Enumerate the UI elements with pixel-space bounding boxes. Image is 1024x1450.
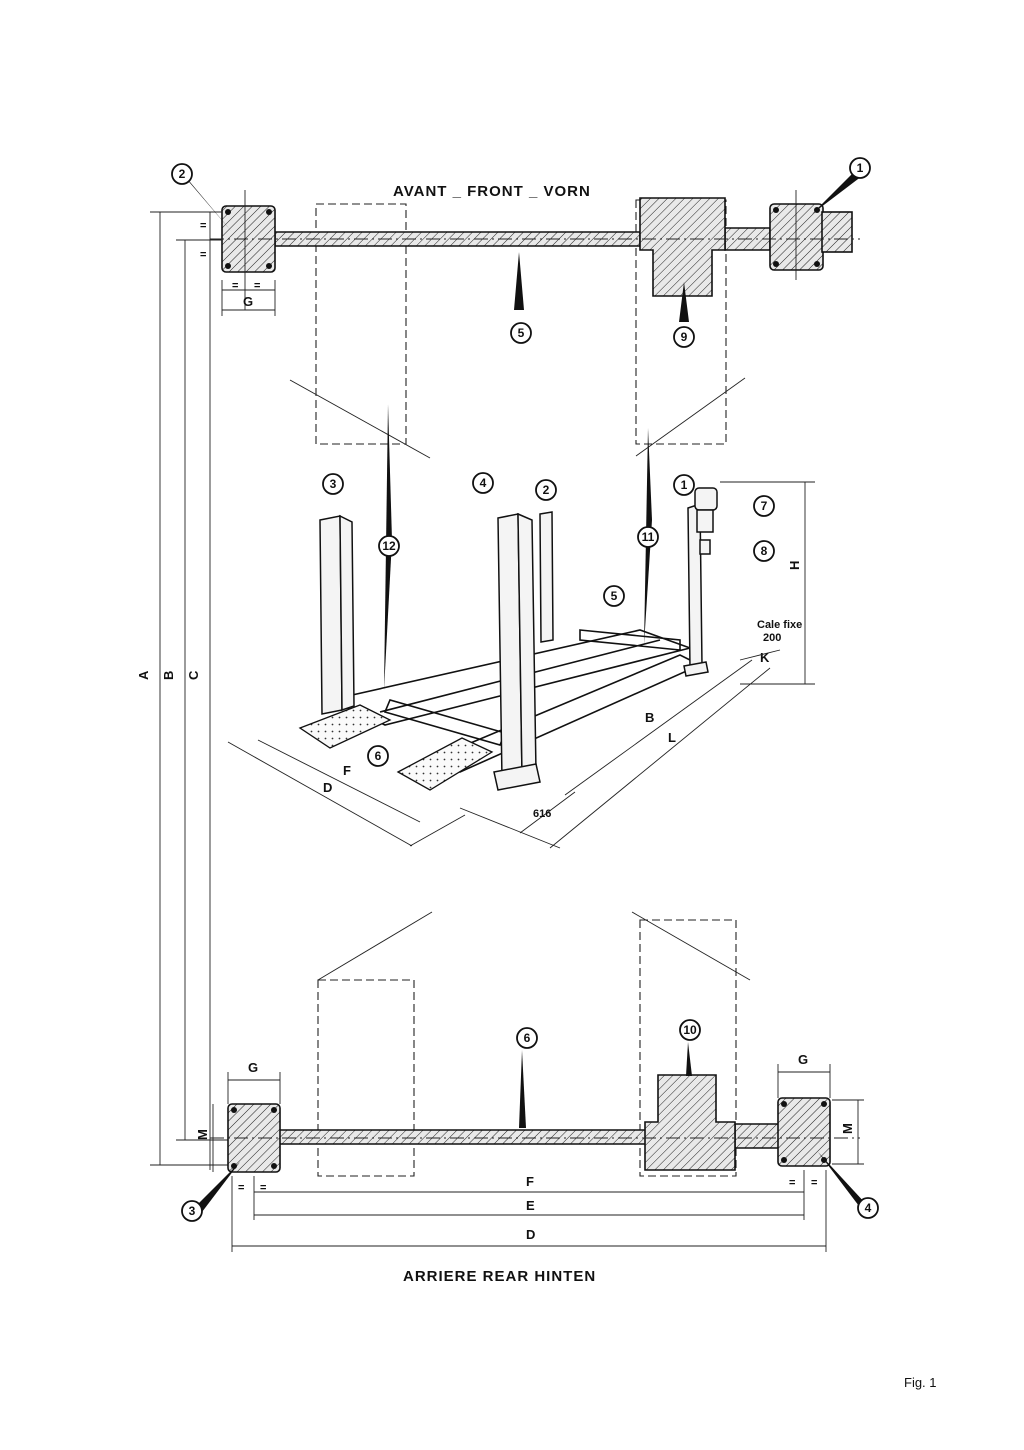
front-left-clearance [315, 203, 407, 445]
svg-text:10: 10 [683, 1023, 697, 1037]
callout-5-top: 5 [510, 322, 532, 344]
svg-text:6: 6 [524, 1031, 531, 1045]
callout-2-persp: 2 [535, 479, 557, 501]
svg-text:1: 1 [681, 478, 688, 492]
callout-4-persp: 4 [472, 472, 494, 494]
svg-text:7: 7 [761, 499, 768, 513]
dim-K: K [760, 650, 770, 665]
svg-text:=: = [232, 280, 238, 292]
callout-6-persp: 6 [367, 745, 389, 767]
callout-3-rear: 3 [181, 1200, 203, 1222]
power-unit-9 [639, 197, 726, 297]
dim-H: H [787, 561, 802, 570]
ramp-left [298, 704, 392, 749]
block-10 [644, 1074, 736, 1171]
column-2 [539, 511, 554, 643]
dim-B-perspective: B [645, 710, 654, 725]
motor-7 [694, 487, 718, 511]
column-1-base-plate [769, 203, 824, 271]
svg-text:8: 8 [761, 544, 768, 558]
dim-M-left: M [195, 1129, 210, 1140]
svg-text:=: = [254, 280, 260, 292]
column-1-extension [821, 211, 853, 253]
svg-text:6: 6 [375, 749, 382, 763]
svg-text:=: = [200, 249, 206, 261]
svg-text:1: 1 [857, 161, 864, 175]
svg-text:=: = [200, 220, 206, 232]
svg-text:3: 3 [189, 1204, 196, 1218]
callout-3-persp: 3 [322, 473, 344, 495]
svg-text:=: = [811, 1177, 817, 1189]
rear-label: ARRIERE REAR HINTEN [403, 1268, 596, 1285]
callouts: 2 1 5 9 3 4 2 1 [171, 157, 879, 1222]
dim-F-rear: F [526, 1174, 534, 1189]
svg-text:4: 4 [865, 1201, 872, 1215]
callout-7: 7 [753, 495, 775, 517]
dim-616: 616 [533, 808, 551, 820]
rear-plan-view: G G M M F E D = = = = ARRIERE REAR HINTE… [195, 911, 864, 1285]
callout-1-top: 1 [849, 157, 871, 179]
callout-12: 12 [378, 535, 400, 557]
svg-text:=: = [260, 1182, 266, 1194]
callout-6-rear: 6 [516, 1027, 538, 1049]
dim-E: E [526, 1198, 535, 1213]
callout-5-persp: 5 [603, 585, 625, 607]
callout-1-persp: 1 [673, 474, 695, 496]
svg-text:5: 5 [518, 326, 525, 340]
callout-8: 8 [753, 540, 775, 562]
control-box-8 [696, 509, 714, 533]
front-right-clearance [635, 199, 727, 445]
perspective-line [635, 377, 746, 457]
column-4-base-plate [777, 1097, 831, 1167]
perspective-view: H Cale fixe 200 K L B 616 F D [227, 481, 815, 849]
callout-11: 11 [637, 526, 659, 548]
svg-text:5: 5 [611, 589, 618, 603]
front-crossbeam-3d [579, 629, 681, 651]
dim-G-rear-left: G [248, 1060, 258, 1075]
svg-text:9: 9 [681, 330, 688, 344]
rear-left-clearance [317, 979, 415, 1177]
perspective-line [289, 379, 431, 459]
cale-fixe-value: 200 [763, 632, 781, 644]
svg-text:2: 2 [179, 167, 186, 181]
vertical-dimensions: A B C [136, 211, 232, 1170]
svg-text:12: 12 [382, 539, 396, 553]
callout-10: 10 [679, 1019, 701, 1041]
svg-text:2: 2 [543, 483, 550, 497]
callout-9: 9 [673, 326, 695, 348]
dim-D-rear: D [526, 1227, 535, 1242]
ramp-right [396, 737, 494, 791]
front-plan-view: AVANT _ FRONT _ VORN G = = = = [200, 183, 860, 459]
svg-text:3: 3 [330, 477, 337, 491]
dim-G-rear-right: G [798, 1052, 808, 1067]
dim-A: A [136, 670, 151, 680]
svg-text:=: = [789, 1177, 795, 1189]
rear-right-clearance [639, 919, 737, 1177]
dim-B: B [161, 671, 176, 680]
dim-C: C [186, 670, 201, 680]
column-3 [319, 515, 343, 715]
dim-M-right: M [840, 1123, 855, 1134]
svg-text:4: 4 [480, 476, 487, 490]
dim-G-front: G [243, 294, 253, 309]
front-label: AVANT _ FRONT _ VORN [393, 183, 591, 200]
cale-fixe-label: Cale fixe [757, 619, 802, 631]
dim-F-perspective: F [343, 763, 351, 778]
svg-text:=: = [238, 1182, 244, 1194]
dim-D-perspective: D [323, 780, 332, 795]
figure-label: Fig. 1 [904, 1375, 937, 1390]
svg-text:11: 11 [642, 530, 655, 544]
dim-L: L [668, 730, 676, 745]
callout-2-top: 2 [171, 163, 193, 185]
rear-crossbeam [277, 1129, 651, 1145]
callout-4-rear: 4 [857, 1197, 879, 1219]
